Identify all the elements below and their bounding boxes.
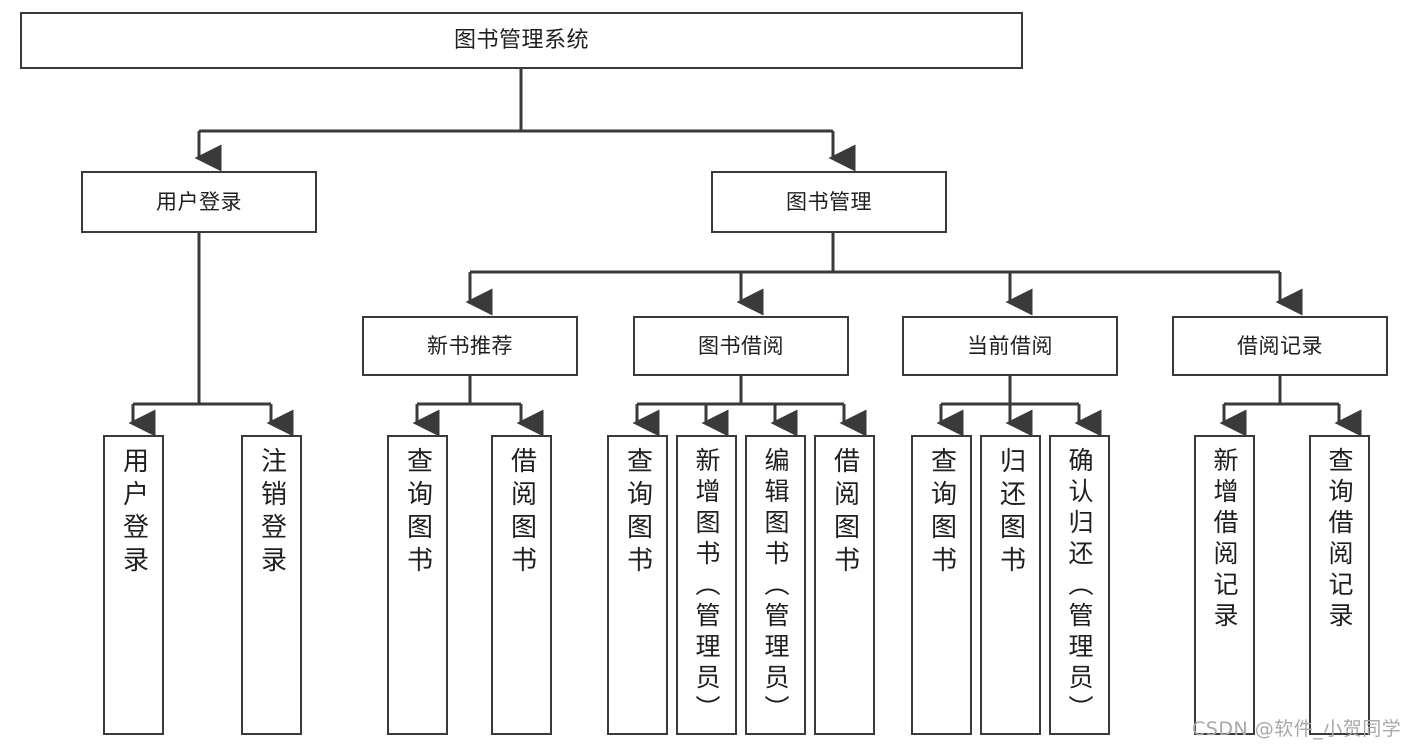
node-label: 借阅图书 <box>829 447 860 579</box>
node-book-borrow[interactable]: 图书借阅 <box>633 316 849 376</box>
node-label: 归还图书 <box>995 447 1026 579</box>
leaf-book-borrow-lend[interactable]: 借阅图书 <box>814 435 875 735</box>
leaf-book-borrow-add[interactable]: 新增图书（管理员） <box>676 435 737 735</box>
node-label: 图书管理系统 <box>453 27 589 53</box>
node-label: 新增借阅记录 <box>1210 447 1239 633</box>
node-label: 新增图书（管理员） <box>692 447 721 726</box>
node-label: 当前借阅 <box>967 333 1053 358</box>
leaf-current-borrow-confirm-return[interactable]: 确认归还（管理员） <box>1049 435 1110 735</box>
node-label: 查询图书 <box>402 447 433 579</box>
node-label: 图书借阅 <box>698 333 784 358</box>
node-label: 图书管理 <box>786 189 872 214</box>
node-book-management[interactable]: 图书管理 <box>711 171 947 233</box>
node-label: 查询借阅记录 <box>1325 447 1354 633</box>
node-label: 用户登录 <box>118 447 149 579</box>
node-label: 借阅记录 <box>1237 333 1323 358</box>
leaf-borrow-record-query[interactable]: 查询借阅记录 <box>1309 435 1370 735</box>
leaf-new-book-query[interactable]: 查询图书 <box>387 435 448 735</box>
node-label: 查询图书 <box>622 447 653 579</box>
node-label: 用户登录 <box>156 189 242 214</box>
leaf-book-borrow-query[interactable]: 查询图书 <box>607 435 668 735</box>
node-label: 新书推荐 <box>427 333 513 358</box>
leaf-book-borrow-edit[interactable]: 编辑图书（管理员） <box>745 435 806 735</box>
leaf-current-borrow-return[interactable]: 归还图书 <box>980 435 1041 735</box>
node-borrow-record[interactable]: 借阅记录 <box>1172 316 1388 376</box>
node-label: 借阅图书 <box>506 447 537 579</box>
node-new-book-recommend[interactable]: 新书推荐 <box>362 316 578 376</box>
node-user-login[interactable]: 用户登录 <box>81 171 317 233</box>
node-label: 确认归还（管理员） <box>1065 447 1094 726</box>
node-current-borrow[interactable]: 当前借阅 <box>902 316 1118 376</box>
leaf-current-borrow-query[interactable]: 查询图书 <box>911 435 972 735</box>
leaf-user-login-logout[interactable]: 注销登录 <box>241 435 302 735</box>
leaf-borrow-record-add[interactable]: 新增借阅记录 <box>1194 435 1255 735</box>
leaf-user-login-login[interactable]: 用户登录 <box>103 435 164 735</box>
leaf-new-book-borrow[interactable]: 借阅图书 <box>491 435 552 735</box>
node-label: 注销登录 <box>256 447 287 579</box>
node-label: 编辑图书（管理员） <box>761 447 790 726</box>
node-label: 查询图书 <box>926 447 957 579</box>
watermark-text: CSDN @软件_小贺同学 <box>1192 718 1402 740</box>
node-root-system[interactable]: 图书管理系统 <box>20 12 1023 69</box>
